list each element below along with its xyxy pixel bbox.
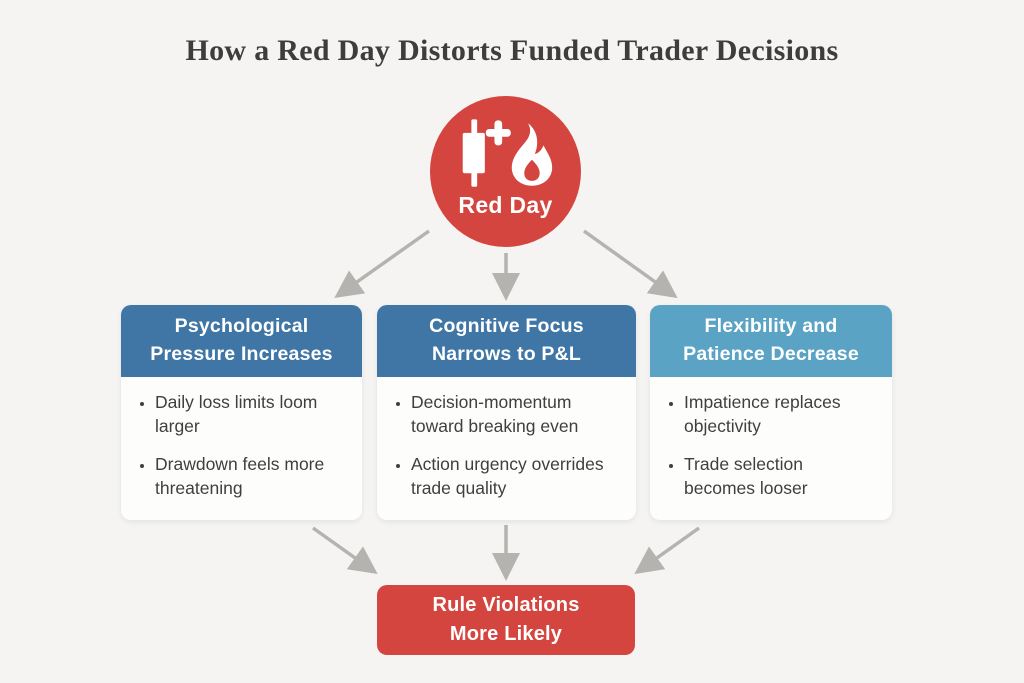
bullet-item: Impatience replaces objectivity <box>684 391 882 438</box>
card-psychological-pressure: Psychological Pressure Increases Daily l… <box>121 305 362 520</box>
card-header: Cognitive Focus Narrows to P&L <box>377 305 636 377</box>
bullet-item: Daily loss limits loom larger <box>155 391 352 438</box>
bullet-item: Drawdown feels more threatening <box>155 453 352 500</box>
arrow-root-to-left <box>334 229 431 299</box>
bullet-item: Decision-momentum toward breaking even <box>411 391 626 438</box>
bullet-item: Trade selection becomes looser <box>684 453 882 500</box>
outcome-rule-violations: Rule Violations More Likely <box>377 585 635 655</box>
arrow-right-to-outcome <box>634 526 701 575</box>
page-title: How a Red Day Distorts Funded Trader Dec… <box>185 34 839 67</box>
red-day-node: Red Day <box>430 96 581 247</box>
arrow-left-to-outcome <box>311 526 378 575</box>
card-cognitive-focus: Cognitive Focus Narrows to P&L Decision-… <box>377 305 636 520</box>
card-body: Impatience replaces objectivity Trade se… <box>650 377 892 526</box>
bullet-list: Decision-momentum toward breaking even A… <box>387 391 626 501</box>
bullet-list: Impatience replaces objectivity Trade se… <box>660 391 882 501</box>
candlestick-cross-flame-icon <box>462 119 552 187</box>
card-body: Decision-momentum toward breaking even A… <box>377 377 636 526</box>
card-body: Daily loss limits loom larger Drawdown f… <box>121 377 362 526</box>
arrow-root-to-right <box>582 229 678 299</box>
card-header: Flexibility and Patience Decrease <box>650 305 892 377</box>
red-day-label: Red Day <box>458 192 553 218</box>
card-header: Psychological Pressure Increases <box>121 305 362 377</box>
bullet-list: Daily loss limits loom larger Drawdown f… <box>131 391 352 501</box>
bullet-item: Action urgency overrides trade quality <box>411 453 626 500</box>
card-flexibility-patience: Flexibility and Patience Decrease Impati… <box>650 305 892 520</box>
